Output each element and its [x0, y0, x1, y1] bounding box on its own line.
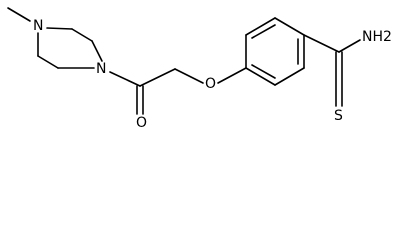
- atom-s: S: [334, 108, 343, 124]
- bond-benzene-inner-1: [251, 24, 276, 39]
- bond-ring-c5-c6: [71, 28, 93, 42]
- bond-n-carbonyl: [109, 71, 141, 87]
- chemical-structure: N N O O NH2 S: [7, 7, 392, 131]
- bond-ring-thioamide-c: [303, 34, 340, 53]
- atom-nh2: NH2: [362, 29, 392, 45]
- bond-ether-o-ring: [217, 67, 247, 84]
- bond-ring-n4-c5: [91, 40, 103, 62]
- atom-o-carbonyl: O: [136, 115, 147, 131]
- bond-ch2-ether-o: [174, 68, 204, 84]
- bond-thioamide-c-n: [338, 39, 361, 53]
- bond-ring-c2-c3: [37, 55, 59, 69]
- bond-benzene-c3-c4: [274, 17, 305, 36]
- bond-carbonyl-ch2: [139, 68, 176, 87]
- bond-benzene-c6-c1: [245, 67, 276, 86]
- bond-benzene-c2-c3: [245, 17, 276, 36]
- bond-benzene-c5-c6: [274, 67, 305, 86]
- atom-n-acyl: N: [96, 61, 106, 77]
- bond-ring-c6-n1: [46, 27, 73, 30]
- atom-o-ether: O: [205, 76, 216, 92]
- bond-methyl: [7, 7, 31, 22]
- atom-n-methyl: N: [33, 18, 43, 34]
- bond-benzene-inner-3: [251, 64, 276, 79]
